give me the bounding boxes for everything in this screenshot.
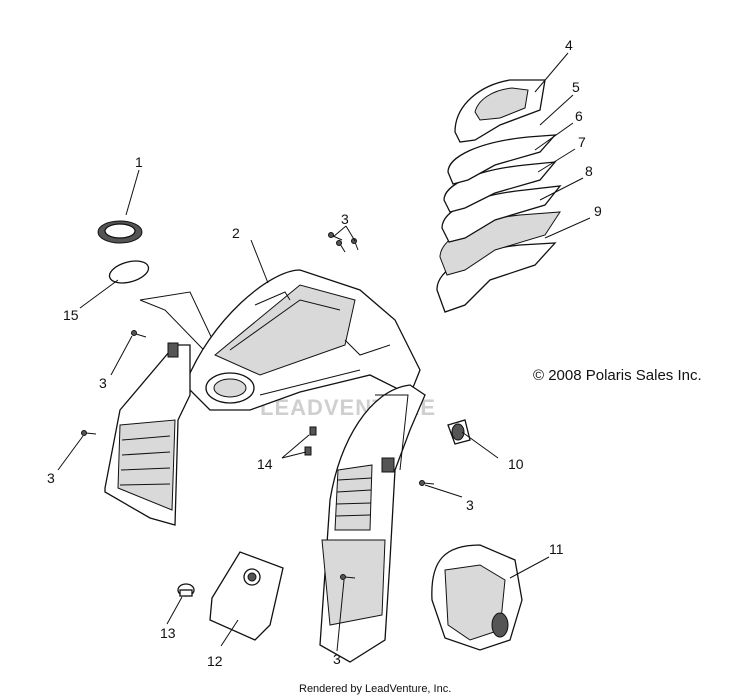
part-11-cover <box>431 544 523 651</box>
part-13-nut <box>177 583 195 597</box>
callout-5: 5 <box>572 79 580 95</box>
screw-set <box>81 232 435 580</box>
callout-8: 8 <box>585 163 593 179</box>
part-15-o-ring <box>108 260 150 284</box>
callout-3-left-upper: 3 <box>99 375 107 391</box>
left-side-panel <box>104 342 191 526</box>
part-12-plate <box>209 551 284 641</box>
callout-11: 11 <box>549 541 564 557</box>
callout-3-bottom: 3 <box>333 651 341 667</box>
callout-3-right: 3 <box>466 497 474 513</box>
callout-4: 4 <box>565 37 573 53</box>
callout-12: 12 <box>207 653 223 669</box>
part-1-grommet <box>97 220 143 244</box>
callout-1: 1 <box>135 154 143 170</box>
part-2-hood <box>184 269 421 411</box>
callout-14: 14 <box>257 456 273 472</box>
copyright-text: © 2008 Polaris Sales Inc. <box>533 367 702 384</box>
callout-9: 9 <box>594 203 602 219</box>
right-side-panel <box>319 384 426 663</box>
callout-13: 13 <box>160 625 176 641</box>
part-10-bracket <box>447 419 471 445</box>
callout-2: 2 <box>232 225 240 241</box>
callout-15: 15 <box>63 307 79 323</box>
callout-6: 6 <box>575 108 583 124</box>
callout-3-left-lower: 3 <box>47 470 55 486</box>
callout-10: 10 <box>508 456 524 472</box>
callout-3-top: 3 <box>341 211 349 227</box>
footer-text: Rendered by LeadVenture, Inc. <box>299 683 451 695</box>
part-14-fasteners <box>304 426 317 456</box>
leader-lines <box>57 52 591 652</box>
callout-7: 7 <box>578 134 586 150</box>
part-4-9-stack <box>436 79 562 313</box>
